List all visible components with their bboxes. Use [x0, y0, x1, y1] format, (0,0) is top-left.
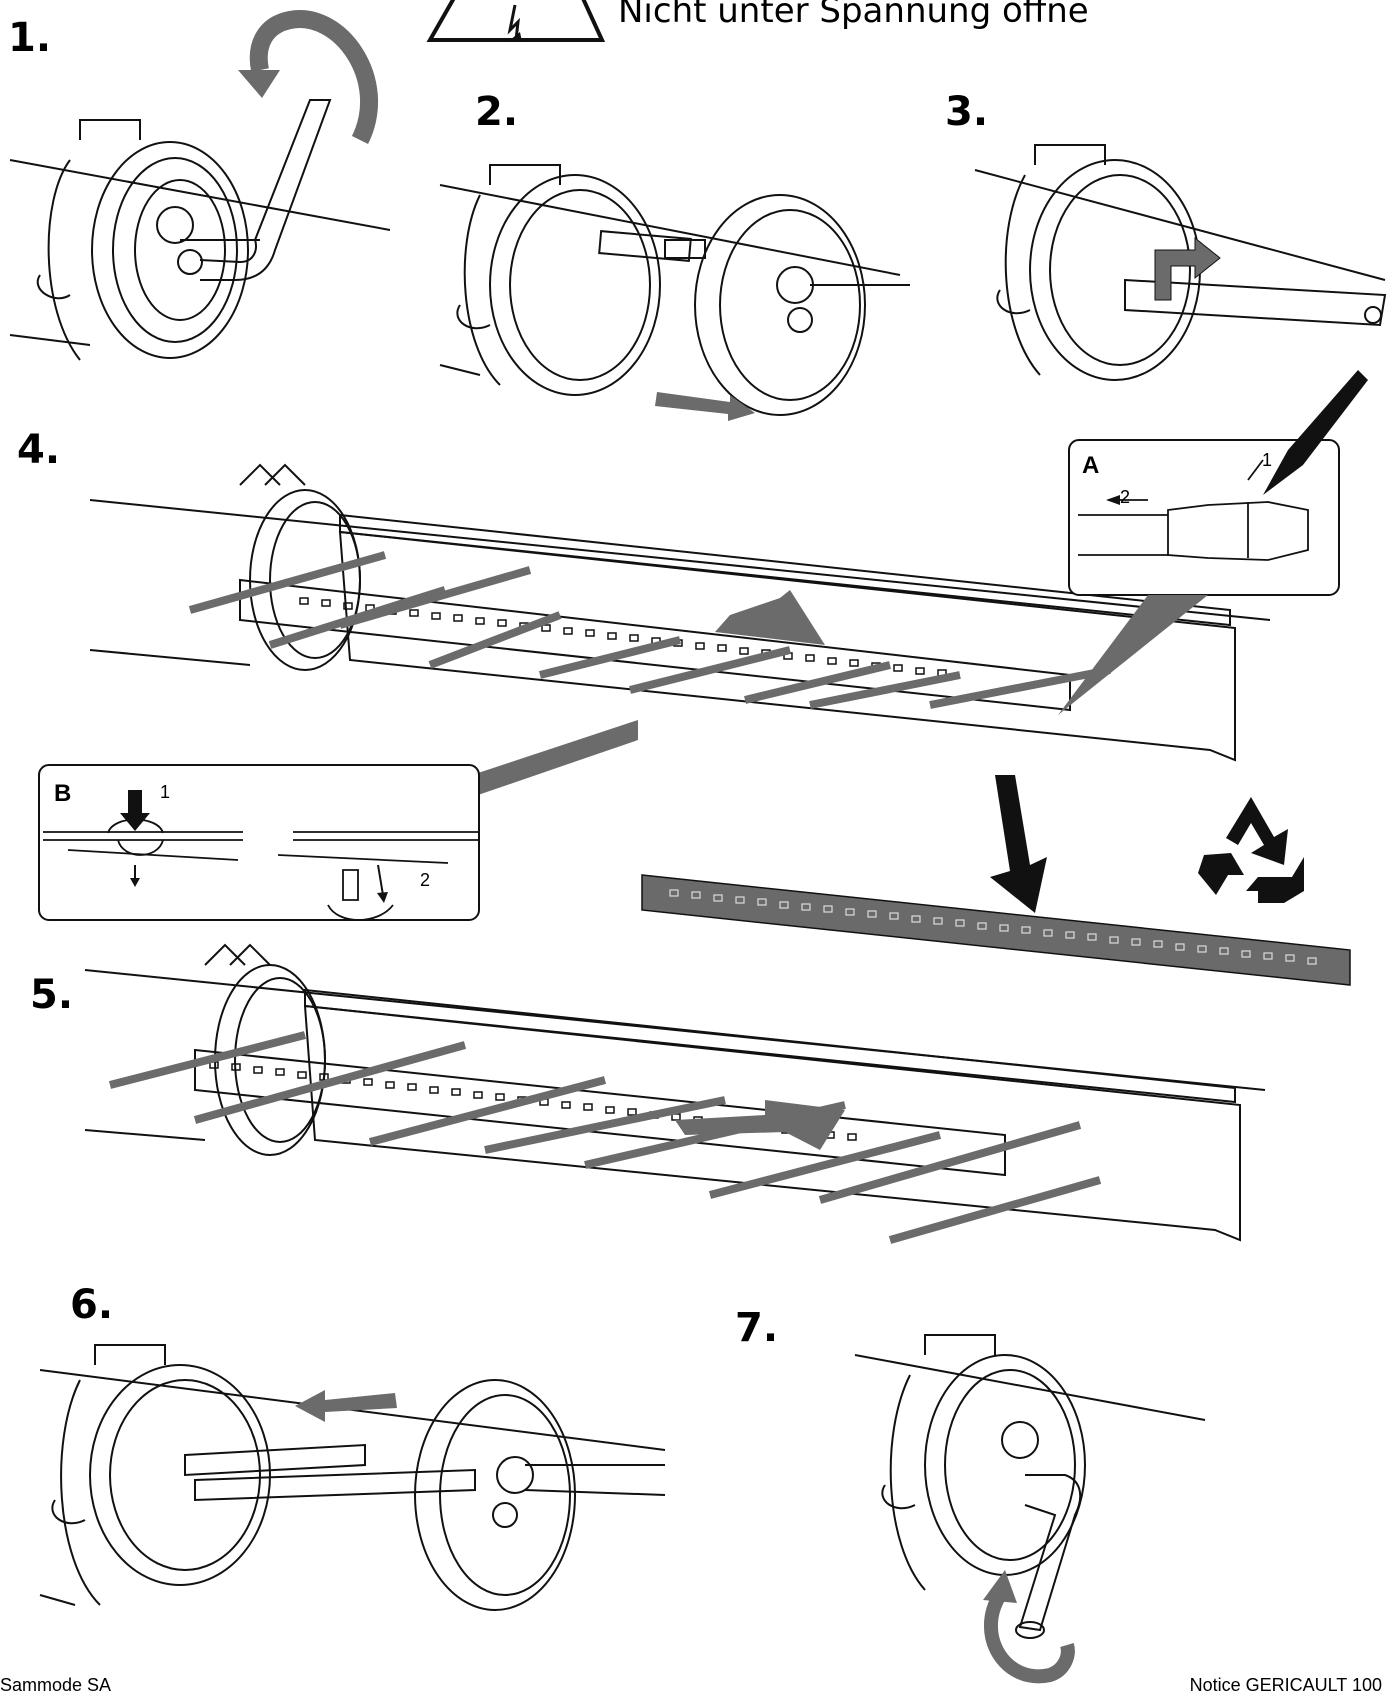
step-4-number: 4. [17, 427, 61, 473]
removed-strip [641, 874, 1351, 986]
warning-text: Nicht unter Spannung öffne [618, 0, 1089, 31]
step-2-illustration [439, 164, 910, 421]
step-5-illustration [84, 943, 1266, 1244]
step-1-number: 1. [8, 15, 52, 61]
step-5-number: 5. [30, 972, 74, 1018]
install-arrows [109, 1031, 1102, 1244]
footer-company: Sammode SA [0, 1675, 112, 1695]
screwdriver-icon [1263, 370, 1368, 495]
removal-arrows [188, 551, 1111, 709]
step-1-illustration [9, 10, 391, 361]
inset-a-label: A [1082, 452, 1100, 479]
downward-large-arrow-icon [715, 590, 825, 645]
down-arrow-icon [990, 775, 1047, 913]
slide-left-arrow-icon [295, 1390, 397, 1422]
step-7-illustration [854, 1334, 1206, 1684]
step-6-illustration [39, 1344, 666, 1611]
inset-a-step-2: 2 [1120, 487, 1131, 507]
step-7-number: 7. [735, 1305, 779, 1351]
rotate-arrow-icon [249, 10, 379, 145]
inset-a-step-1: 1 [1262, 450, 1273, 470]
footer-document-title: Notice GERICAULT 100 [1189, 1675, 1382, 1695]
inset-a-box [1058, 370, 1368, 715]
step-3-number: 3. [945, 89, 989, 135]
step-6-number: 6. [70, 1282, 114, 1328]
inset-b-label: B [54, 780, 72, 807]
push-connector-arrow-icon [1154, 236, 1221, 301]
inset-b-step-1: 1 [160, 782, 171, 802]
inset-b-box [38, 720, 638, 921]
rotate-back-arrow-icon [983, 1591, 1075, 1684]
step-4-illustration [89, 463, 1271, 762]
step-3-illustration [974, 144, 1387, 381]
insert-large-arrow-icon [675, 1100, 845, 1150]
recycle-icon [1198, 797, 1304, 903]
step-2-number: 2. [475, 89, 519, 135]
slide-right-arrow-icon [655, 392, 755, 421]
electric-warning-triangle-icon [426, 0, 606, 42]
inset-b-step-2: 2 [420, 870, 431, 890]
